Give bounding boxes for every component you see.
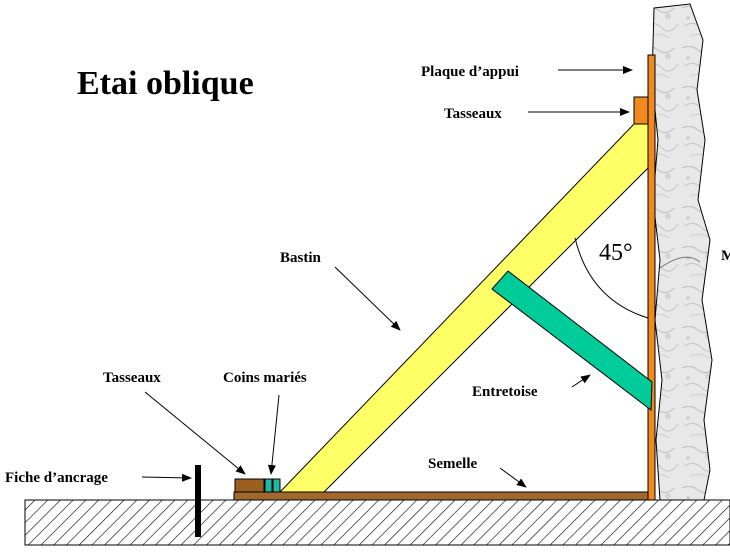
arrow-tasseaux-bottom: [144, 391, 246, 475]
semelle: [233, 491, 649, 501]
label-bastin: Bastin: [280, 250, 322, 266]
arrow-fiche-ancrage: [141, 473, 192, 482]
arrow-coins-maries: [267, 394, 280, 475]
coin-marie-2: [272, 478, 281, 493]
label-tasseaux-top: Tasseaux: [444, 106, 502, 122]
label-entretoise: Entretoise: [472, 384, 538, 400]
angle-arc: [574, 237, 649, 319]
wall-crack: [659, 256, 701, 269]
label-plaque-appui: Plaque d’appui: [421, 64, 519, 80]
arrow-semelle: [499, 467, 527, 488]
tasseau-bottom: [234, 478, 265, 493]
label-semelle: Semelle: [428, 456, 477, 472]
diagram-title: Etai oblique: [77, 65, 254, 102]
plaque-appui: [647, 54, 656, 501]
label-fiche-ancrage: Fiche d’ancrage: [5, 470, 108, 486]
ground: [24, 499, 730, 546]
coin-marie-1: [264, 478, 273, 493]
entretoise: [491, 270, 653, 411]
wall: [651, 3, 713, 501]
arrow-bastin: [334, 266, 401, 331]
fiche-ancrage: [195, 465, 201, 537]
tasseau-top: [633, 96, 649, 125]
label-coins-maries: Coins mariés: [223, 370, 307, 386]
arrow-entretoise: [571, 374, 591, 388]
label-tasseaux-bottom: Tasseaux: [103, 370, 161, 386]
label-wall-cut: M: [721, 248, 730, 264]
label-angle: 45°: [599, 240, 633, 266]
bastin: [278, 123, 649, 493]
